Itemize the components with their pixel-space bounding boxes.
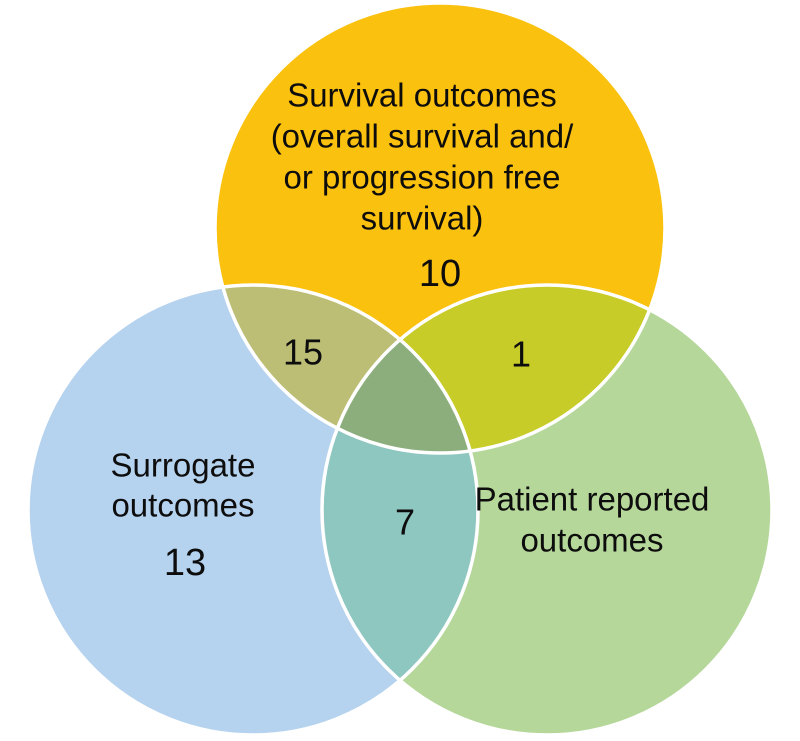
count-surrogate-and-patient-reported: 7 — [395, 502, 415, 543]
triple-clip-outer — [322, 285, 478, 453]
surrogate-title-line-2: outcomes — [111, 487, 254, 524]
surrogate-count: 13 — [164, 542, 206, 584]
survival-title-line-3: or progression free — [284, 159, 561, 196]
label-group-surrogate-outcomes: Surrogate outcomes 13 — [111, 447, 256, 584]
survival-title-line-1: Survival outcomes — [287, 77, 557, 114]
count-survival-and-patient-reported: 1 — [511, 334, 531, 375]
triple-clip-mid — [322, 285, 478, 453]
survival-count: 10 — [419, 253, 461, 295]
circle-outlines — [26, 1, 774, 737]
survival-title-line-4: survival) — [361, 200, 484, 237]
outline-surrogate — [26, 283, 480, 737]
surrogate-title-line-1: Surrogate — [111, 447, 256, 484]
label-group-survival-outcomes: Survival outcomes (overall survival and/… — [271, 77, 574, 295]
label-group-patient-reported-outcomes: Patient reported outcomes — [475, 481, 710, 559]
region-all-three-sets — [322, 285, 478, 453]
outline-survival — [213, 1, 667, 455]
count-survival-and-surrogate: 15 — [283, 332, 323, 373]
survival-title-line-2: (overall survival and/ — [271, 118, 574, 155]
patient-reported-title-line-1: Patient reported — [475, 481, 710, 518]
outline-patient-reported — [320, 283, 774, 737]
patient-reported-title-line-2: outcomes — [520, 522, 663, 559]
